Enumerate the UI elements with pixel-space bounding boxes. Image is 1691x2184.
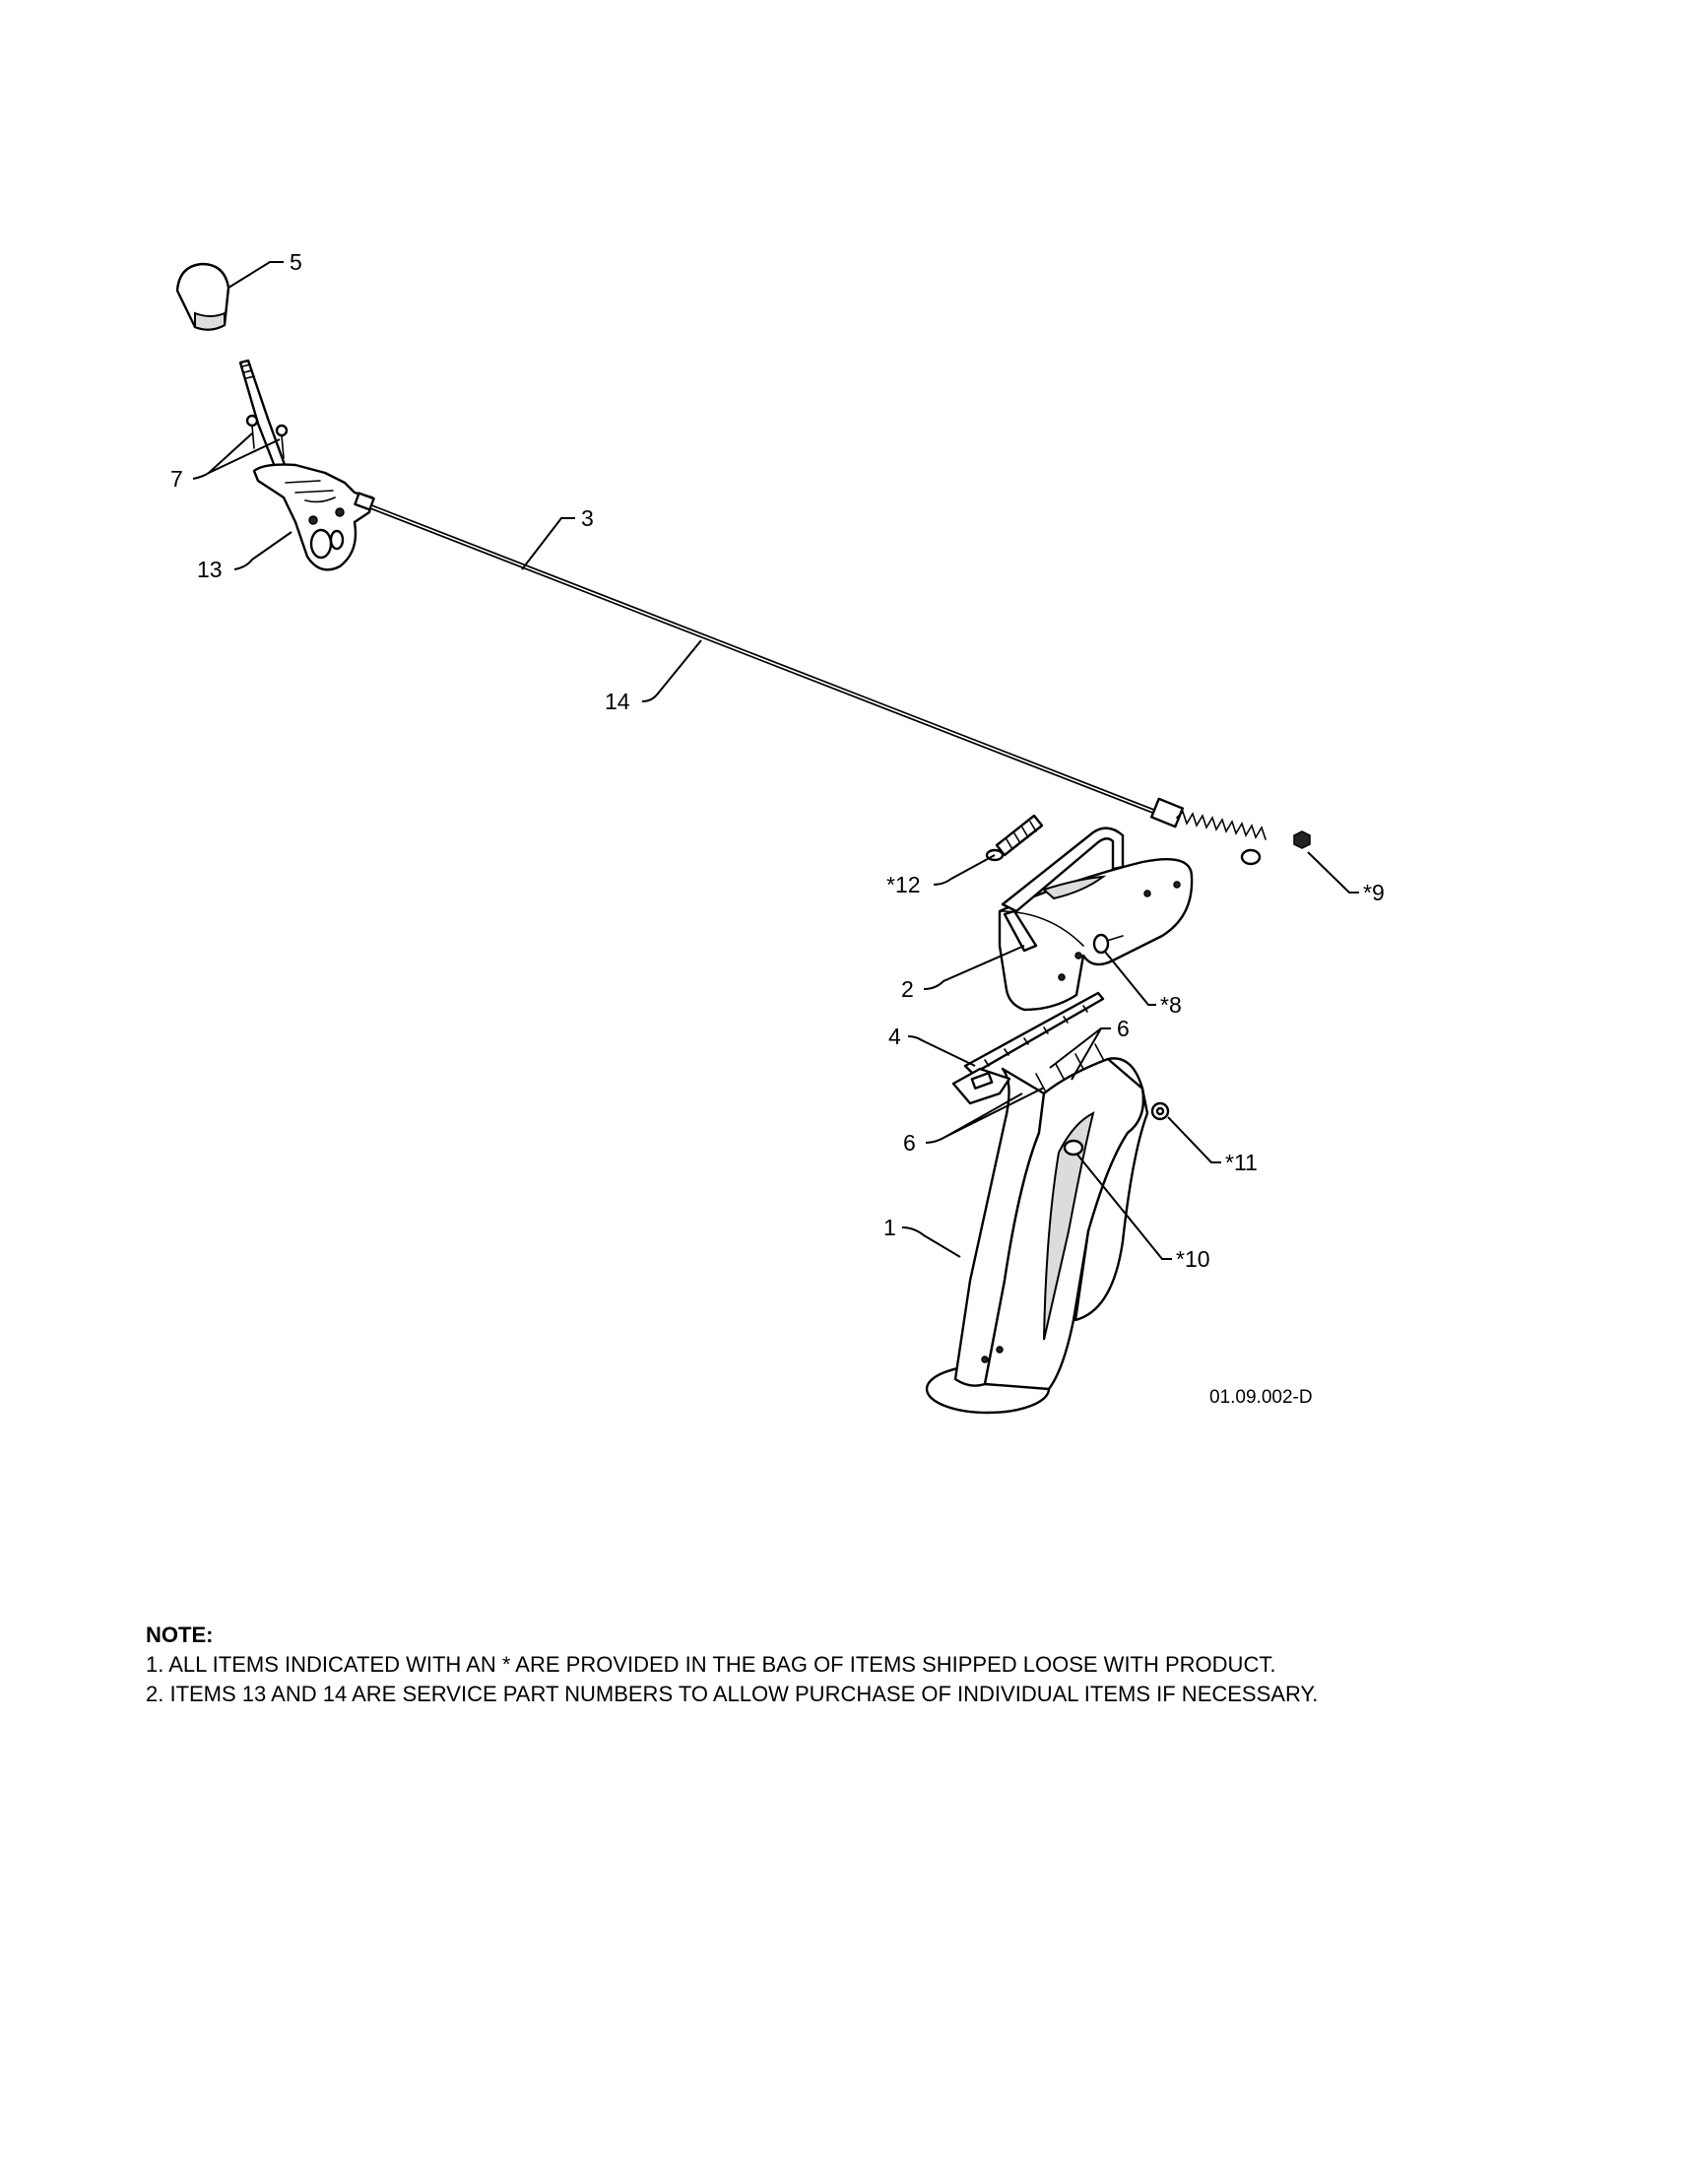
callout-10: *10 <box>1176 1246 1210 1272</box>
note-line-1: 1. ALL ITEMS INDICATED WITH AN * ARE PRO… <box>146 1652 1276 1677</box>
drawing-number: 01.09.002-D <box>1209 1387 1313 1408</box>
bolt-part-8 <box>1092 933 1124 955</box>
control-bracket-part-13 <box>252 463 375 571</box>
chute-deflector-part-2 <box>998 827 1194 1012</box>
cable-end-spring <box>1150 797 1267 866</box>
leader-3 <box>521 517 575 570</box>
callout-11: *11 <box>1225 1150 1258 1175</box>
leader-12 <box>933 854 996 886</box>
note-line-2: 2. ITEMS 13 AND 14 ARE SERVICE PART NUMB… <box>146 1682 1319 1706</box>
callout-13: 13 <box>197 557 223 582</box>
notes-title: NOTE: <box>146 1622 214 1647</box>
leader-6a <box>1049 1027 1111 1081</box>
callout-6-lower: 6 <box>903 1130 916 1156</box>
callout-14: 14 <box>605 689 630 714</box>
spring-pin-part-12 <box>985 814 1044 862</box>
leader-13 <box>233 531 293 570</box>
callout-6-upper: 6 <box>1117 1016 1130 1041</box>
chute-plate-part-4 <box>963 991 1105 1076</box>
nut-part-11 <box>1150 1101 1170 1121</box>
exploded-parts-diagram: 5 7 13 3 14 *12 *9 2 *8 4 6 6 *11 *10 1 … <box>170 249 1385 1415</box>
callout-12: *12 <box>886 872 921 897</box>
callout-3: 3 <box>581 505 594 531</box>
leader-5 <box>228 261 284 289</box>
leader-7 <box>192 432 281 480</box>
discharge-chute-part-1 <box>925 1057 1149 1415</box>
callout-labels: 5 7 13 3 14 *12 *9 2 *8 4 6 6 *11 *10 1 <box>170 249 1385 1272</box>
leader-6b <box>925 1087 1045 1144</box>
leader-8 <box>1104 951 1156 1006</box>
callout-7: 7 <box>170 466 183 492</box>
leader-11 <box>1167 1116 1221 1163</box>
callout-4: 4 <box>888 1024 901 1049</box>
screw-part-7 <box>245 414 289 459</box>
cable-part-3-14 <box>369 504 1160 816</box>
callout-1: 1 <box>883 1215 896 1240</box>
nut-part-9 <box>1293 830 1311 849</box>
leader-1 <box>901 1226 961 1258</box>
leader-10 <box>1076 1154 1172 1260</box>
knob-part-5 <box>175 262 230 331</box>
leader-9 <box>1307 851 1359 893</box>
callout-2: 2 <box>901 976 914 1002</box>
callout-9: *9 <box>1363 880 1385 905</box>
callout-5: 5 <box>290 249 302 275</box>
callout-8: *8 <box>1160 992 1182 1018</box>
leader-lines <box>192 261 1359 1260</box>
leader-2 <box>923 945 1025 990</box>
notes-section: NOTE: 1. ALL ITEMS INDICATED WITH AN * A… <box>146 1621 1643 1709</box>
leader-4 <box>907 1035 976 1067</box>
leader-14 <box>641 639 702 702</box>
